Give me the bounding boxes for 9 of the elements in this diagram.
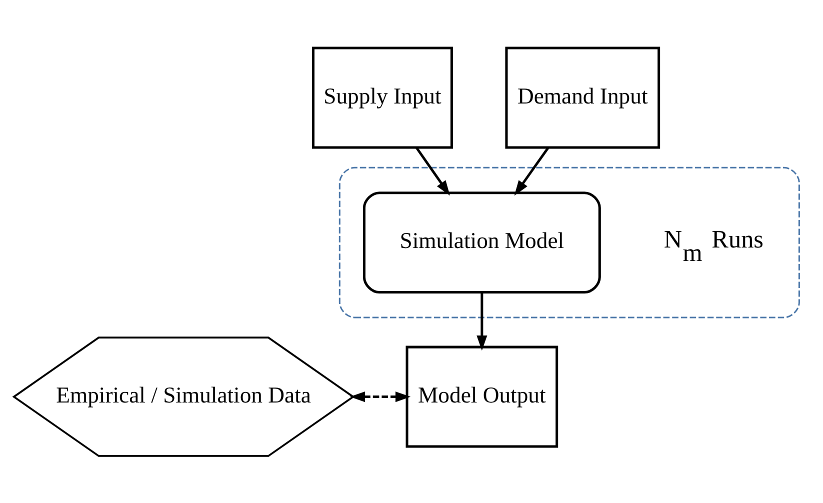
node-box: Model Output [406, 345, 558, 448]
arrow [350, 390, 411, 402]
node-box: Demand Input [505, 46, 660, 148]
arrow [514, 146, 550, 196]
cluster [338, 166, 800, 318]
arrow [415, 146, 450, 196]
node-box: Simulation Model [362, 191, 601, 294]
arrow [476, 292, 488, 350]
node-box: Supply Input [312, 46, 453, 148]
